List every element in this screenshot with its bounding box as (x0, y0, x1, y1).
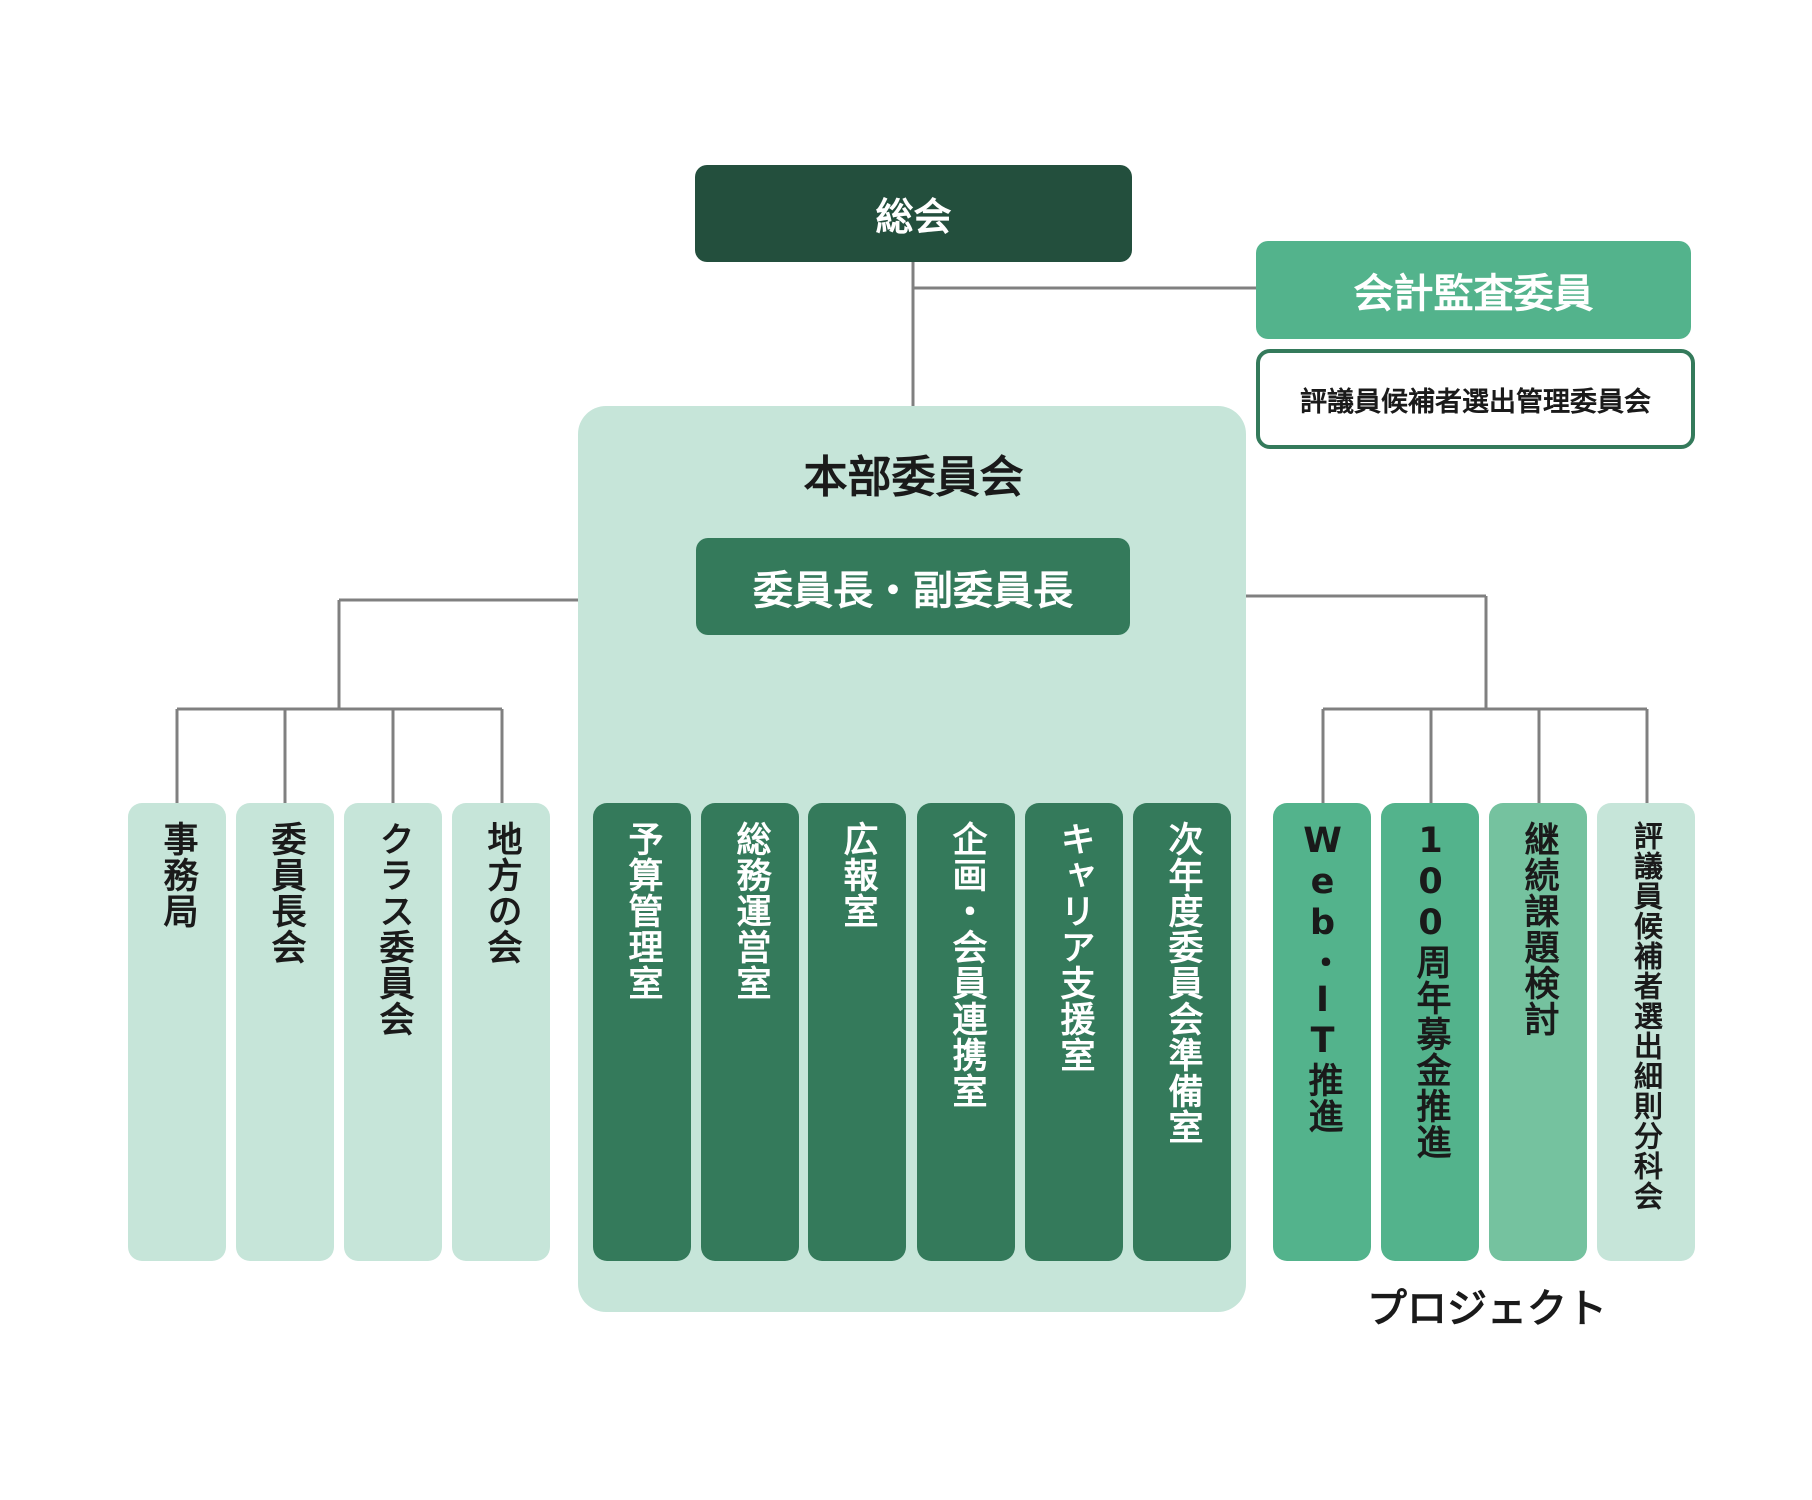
audit-committee-box: 会計監査委員 (1256, 241, 1691, 339)
chair-box: 委員長・副委員長 (696, 538, 1130, 635)
unit-regional-chapters-label: 地方の会 (481, 821, 522, 965)
projects-label: プロジェクト (1337, 1275, 1637, 1335)
room-planning-member-relations-label: 企画・会員連携室 (946, 821, 987, 1109)
room-general-affairs-label: 総務運営室 (730, 821, 771, 1001)
room-pr-label: 広報室 (837, 821, 878, 929)
project-web-it-label: Web・IT推進 (1302, 821, 1343, 1134)
unit-secretariat: 事務局 (128, 803, 226, 1261)
project-continuing-issues-label: 継続課題検討 (1518, 821, 1559, 1037)
project-continuing-issues: 継続課題検討 (1489, 803, 1587, 1261)
project-centennial-fundraising: 100周年募金推進 (1381, 803, 1479, 1261)
honbu-committee-title: 本部委員会 (695, 440, 1132, 506)
project-election-bylaws: 評議員候補者選出細則分科会 (1597, 803, 1695, 1261)
audit-committee-label: 会計監査委員 (1353, 271, 1594, 317)
unit-chairs-council: 委員長会 (236, 803, 334, 1261)
project-centennial-fundraising-label: 100周年募金推進 (1410, 821, 1451, 1160)
project-election-bylaws-label: 評議員候補者選出細則分科会 (1629, 821, 1664, 1211)
projects-label-text: プロジェクト (1367, 1286, 1607, 1332)
honbu-committee-title-label: 本部委員会 (803, 452, 1024, 503)
room-budget-label: 予算管理室 (622, 821, 663, 1001)
general-assembly-box: 総会 (695, 165, 1132, 262)
room-career-support: キャリア支援室 (1025, 803, 1123, 1261)
room-planning-member-relations: 企画・会員連携室 (917, 803, 1015, 1261)
room-general-affairs: 総務運営室 (701, 803, 799, 1261)
chair-label: 委員長・副委員長 (753, 567, 1073, 614)
unit-secretariat-label: 事務局 (157, 821, 198, 929)
election-committee-label: 評議員候補者選出管理委員会 (1300, 386, 1651, 418)
project-web-it: Web・IT推進 (1273, 803, 1371, 1261)
general-assembly-label: 総会 (875, 195, 952, 239)
room-next-year-preparation-label: 次年度委員会準備室 (1162, 821, 1203, 1145)
unit-chairs-council-label: 委員長会 (265, 821, 306, 965)
room-career-support-label: キャリア支援室 (1054, 821, 1095, 1073)
unit-class-committee-label: クラス委員会 (373, 821, 414, 1037)
room-pr: 広報室 (808, 803, 906, 1261)
room-budget: 予算管理室 (593, 803, 691, 1261)
room-next-year-preparation: 次年度委員会準備室 (1133, 803, 1231, 1261)
unit-class-committee: クラス委員会 (344, 803, 442, 1261)
unit-regional-chapters: 地方の会 (452, 803, 550, 1261)
election-committee-box: 評議員候補者選出管理委員会 (1256, 349, 1695, 449)
